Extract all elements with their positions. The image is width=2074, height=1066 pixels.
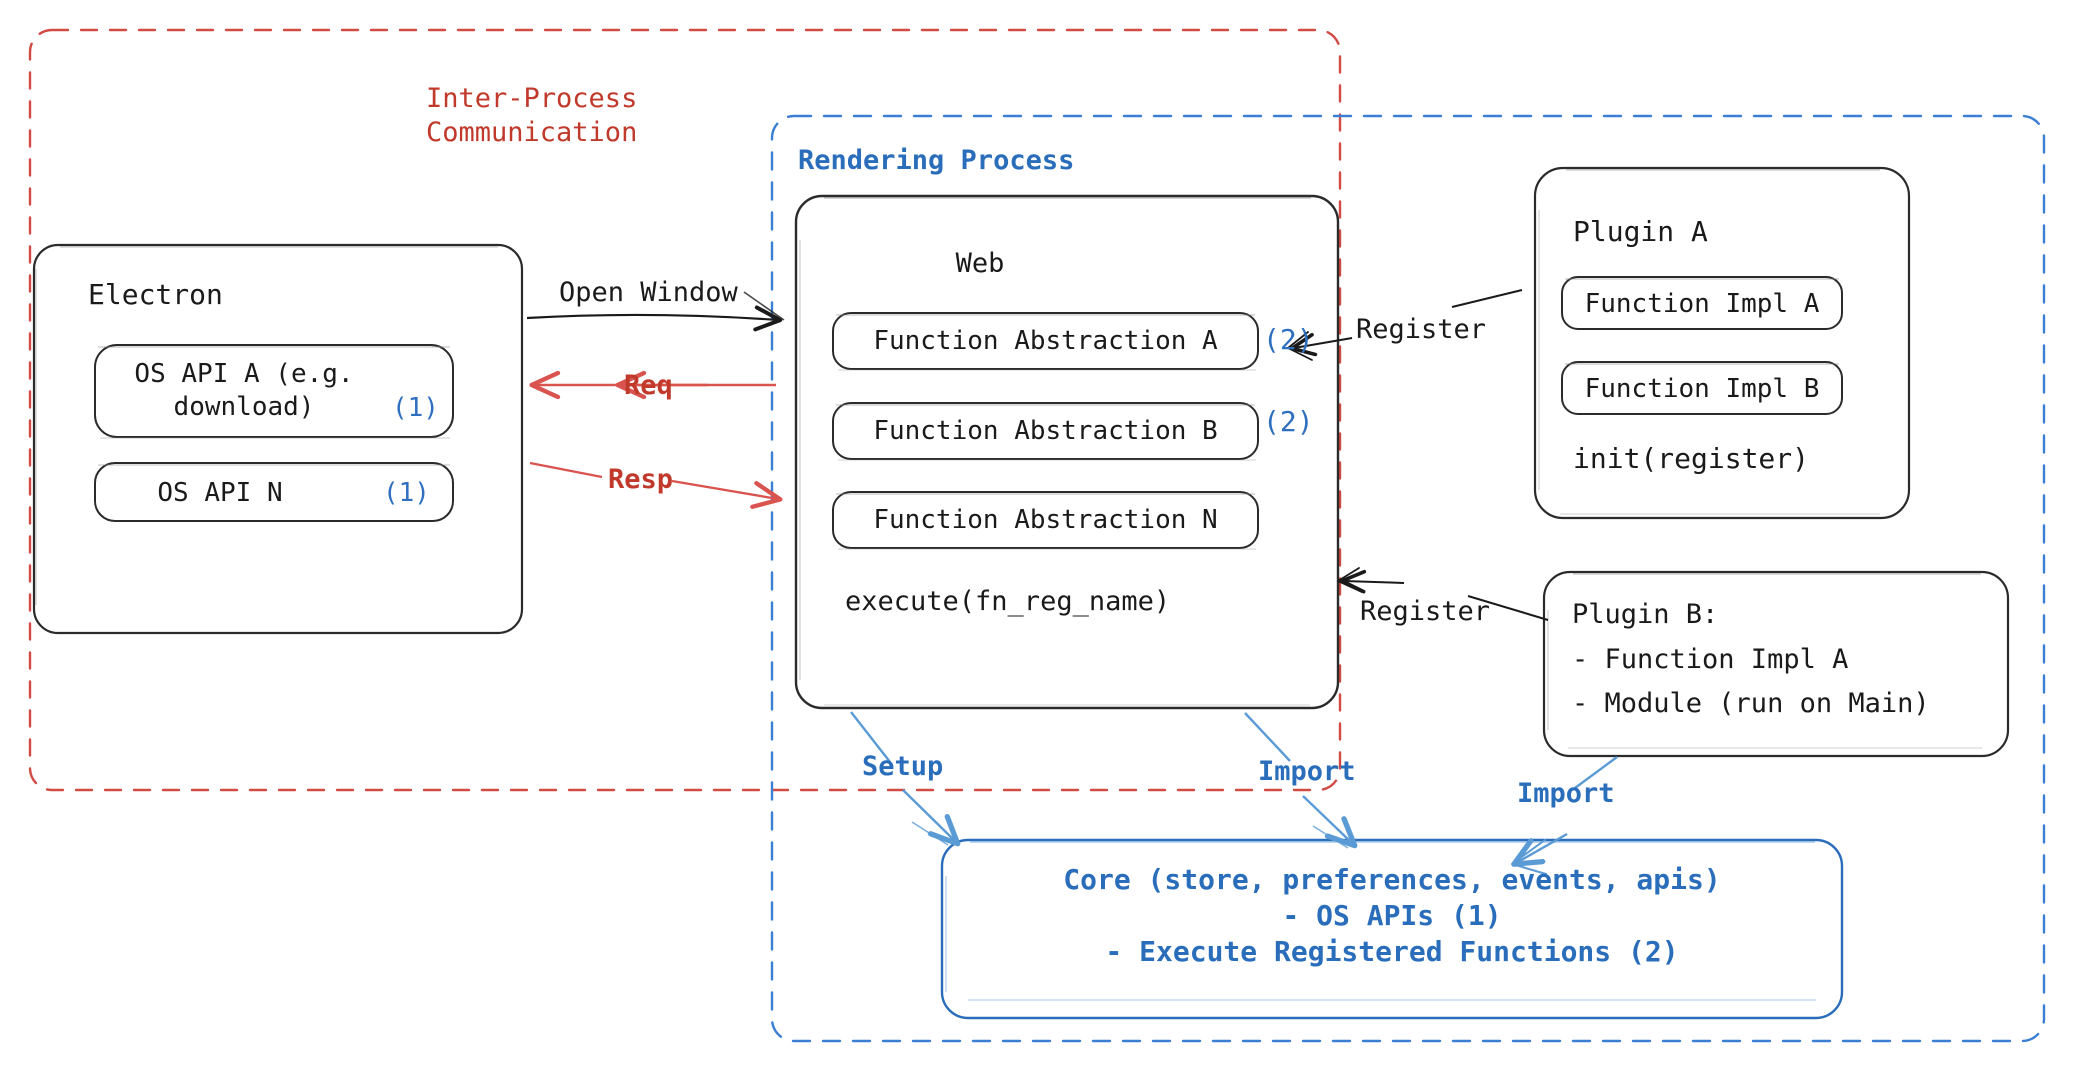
node-label-function-abstraction-b: Function Abstraction B bbox=[873, 416, 1218, 446]
edge-label-resp: Resp bbox=[608, 464, 674, 495]
node-label-function-abstraction-n: Function Abstraction N bbox=[873, 505, 1218, 535]
node-web-box bbox=[794, 194, 1340, 710]
edge-label-setup: Setup bbox=[862, 751, 944, 782]
edge-label-open-window: Open Window bbox=[559, 277, 738, 308]
node-title-plugin-b: Plugin B: bbox=[1572, 599, 1719, 630]
node-line-core-execute: - Execute Registered Functions (2) bbox=[1105, 935, 1679, 968]
edge-import-plugin-arrow bbox=[1511, 756, 1618, 875]
badge-function-abstraction-b: (2) bbox=[1263, 405, 1314, 438]
node-title-plugin-a: Plugin A bbox=[1573, 215, 1708, 248]
region-label-ipc: Inter-Process Communication bbox=[426, 83, 638, 149]
node-label-function-impl-a: Function Impl A bbox=[1584, 289, 1820, 319]
node-label-os-api-n: OS API N bbox=[157, 478, 283, 508]
node-line-plugin-b-module: - Module (run on Main) bbox=[1572, 688, 1930, 719]
badge-function-abstraction-a: (2) bbox=[1263, 323, 1314, 356]
edge-label-register-a: Register bbox=[1356, 314, 1487, 345]
node-title-web: Web bbox=[955, 248, 1005, 279]
region-label-rendering-process: Rendering Process bbox=[798, 145, 1075, 176]
node-line-core-os-apis: - OS APIs (1) bbox=[1282, 899, 1502, 932]
badge-os-api-a: (1) bbox=[392, 393, 439, 423]
edge-label-register-b: Register bbox=[1360, 596, 1491, 627]
node-line-core-title: Core (store, preferences, events, apis) bbox=[1063, 863, 1721, 896]
node-label-function-abstraction-a: Function Abstraction A bbox=[873, 326, 1218, 356]
edge-label-import-plugin: Import bbox=[1517, 778, 1615, 809]
node-footer-web-execute: execute(fn_reg_name) bbox=[845, 586, 1171, 617]
node-label-os-api-a: OS API A (e.g. download) bbox=[134, 359, 354, 422]
node-footer-plugin-a-init: init(register) bbox=[1573, 442, 1810, 475]
node-title-electron: Electron bbox=[88, 278, 223, 311]
badge-os-api-n: (1) bbox=[383, 478, 430, 508]
node-line-plugin-b-function-impl-a: - Function Impl A bbox=[1572, 644, 1849, 675]
edge-label-import-web: Import bbox=[1258, 756, 1356, 787]
edge-label-req: Req bbox=[624, 370, 673, 401]
node-label-function-impl-b: Function Impl B bbox=[1584, 374, 1820, 404]
